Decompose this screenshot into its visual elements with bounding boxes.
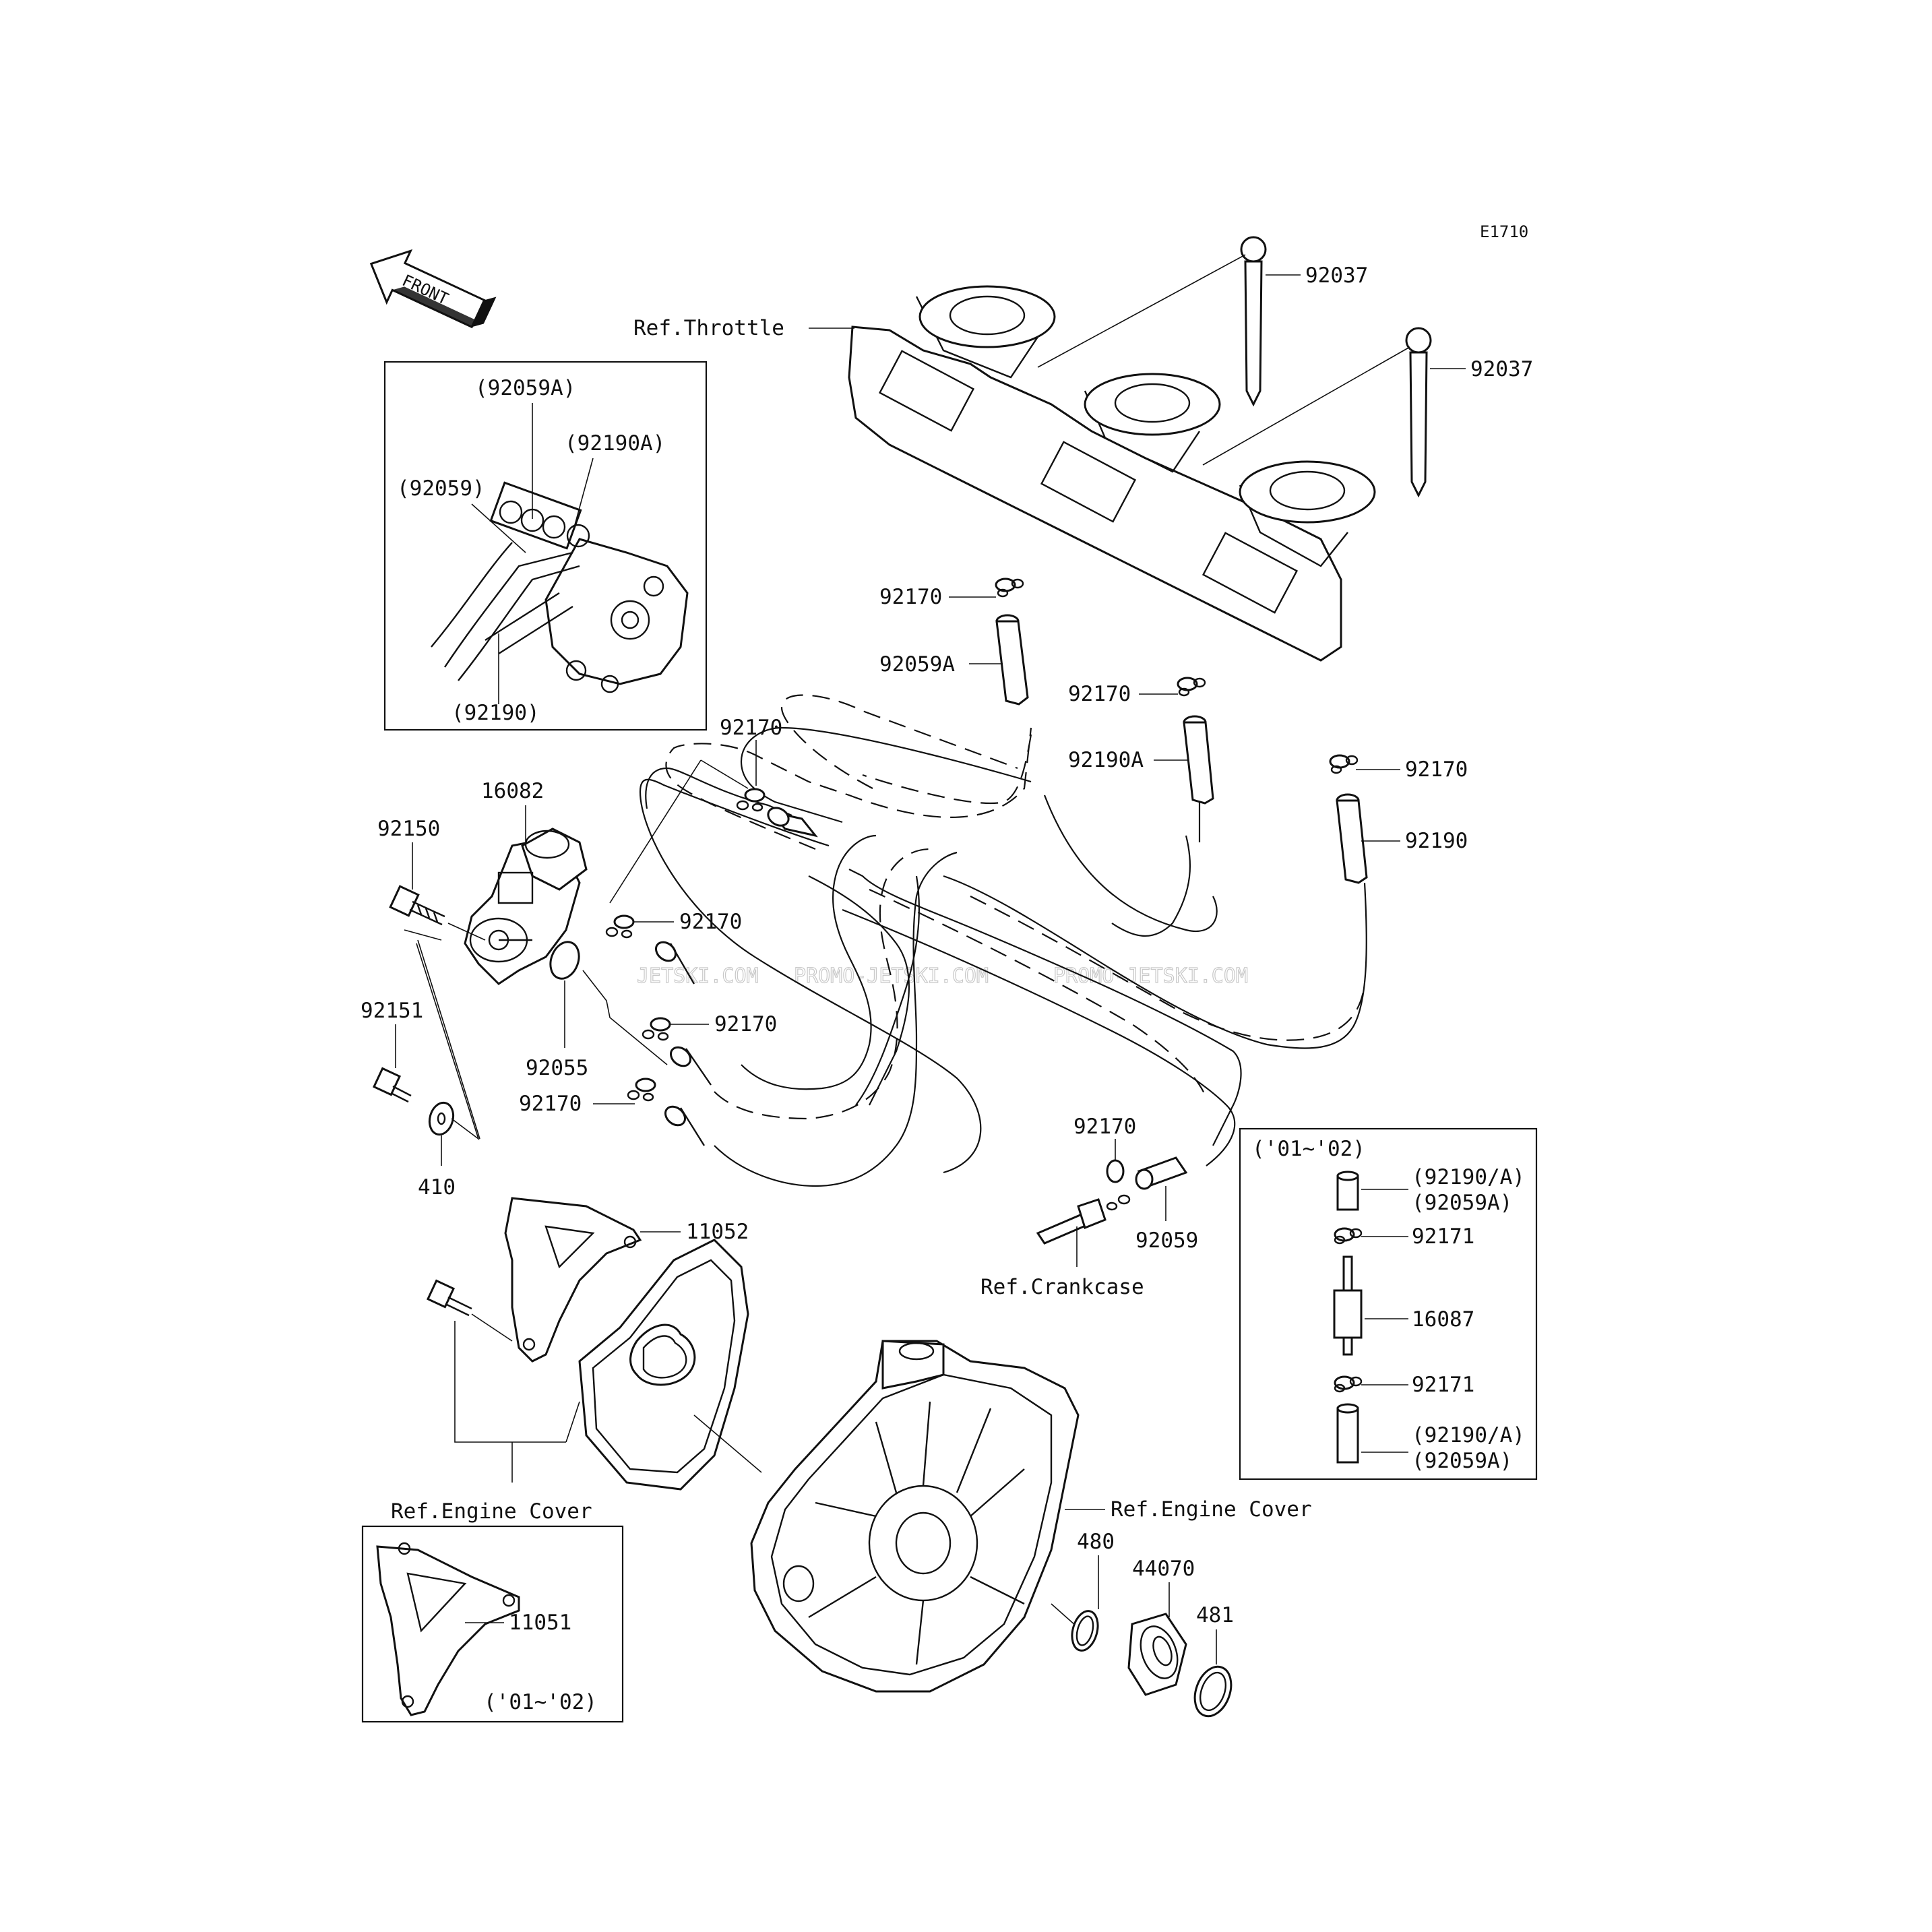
clamp-92170-f (642, 1017, 671, 1041)
ref-engine-cover-left: Ref.Engine Cover (391, 1499, 592, 1524)
inset-label-16087: 16087 (1412, 1307, 1474, 1332)
label-92037-top: 92037 (1305, 263, 1368, 288)
inset-label-92171-bottom: 92171 (1412, 1373, 1474, 1397)
watermark-2: PROMO-JETSKI.COM (794, 964, 989, 988)
bolt-92150 (389, 885, 445, 926)
inset-hose-pump-drawing (431, 481, 689, 693)
inset-label-92059A: (92059A) (475, 376, 575, 400)
label-11052: 11052 (686, 1220, 749, 1244)
bracket-11051 (376, 1542, 520, 1716)
front-arrow-icon: FRONT (369, 249, 497, 329)
label-92059A: 92059A (879, 652, 955, 677)
label-92170-b: 92170 (1068, 682, 1131, 706)
bolt-92037-bottom (1405, 327, 1432, 498)
inset-label-92190A-bottom: (92190/A) (1412, 1423, 1525, 1447)
inset-label-92059: (92059) (397, 476, 485, 501)
label-92037-bottom: 92037 (1470, 357, 1533, 381)
label-92170-h: 92170 (1073, 1115, 1136, 1139)
crankcase-fitting (1036, 1198, 1107, 1245)
clamp-92170-e (605, 914, 635, 939)
label-92170-g: 92170 (519, 1092, 582, 1116)
clamp-92170-c (1329, 754, 1359, 774)
inset-bracket-years: ('01~'02) (484, 1690, 597, 1714)
inset-label-92190A: (92190A) (565, 431, 665, 456)
label-92190A: 92190A (1068, 748, 1144, 772)
hose-92059A (995, 614, 1029, 706)
label-92170-e: 92170 (679, 910, 742, 934)
screw-92151 (372, 1067, 412, 1103)
throttle-manifold (848, 285, 1376, 662)
circlip-481 (1193, 1665, 1233, 1718)
hose-92190 (1336, 793, 1368, 884)
inset-hose-routing (383, 361, 708, 731)
bearing-44070 (1127, 1613, 1187, 1696)
washer-410 (428, 1101, 455, 1136)
label-11051: 11051 (509, 1611, 571, 1635)
ref-throttle-label: Ref.Throttle (633, 316, 784, 340)
inset-label-92190: (92190) (451, 701, 540, 725)
inset-check-valve-years: ('01~'02) (1252, 1137, 1365, 1161)
oil-hose-routes (639, 694, 1367, 1187)
label-44070: 44070 (1132, 1557, 1195, 1581)
engine-cover (750, 1340, 1080, 1693)
clamp-92170-a (995, 578, 1024, 598)
inset-bracket-11051 (361, 1525, 624, 1723)
label-480: 480 (1077, 1530, 1115, 1554)
engine-cover-bolt (426, 1279, 472, 1317)
watermark-1: JETSKI.COM (637, 964, 759, 988)
clamp-92170-b (1177, 677, 1206, 697)
label-92170-d: 92170 (720, 716, 782, 740)
label-92151: 92151 (361, 999, 423, 1023)
inset-label-92190A-top: (92190/A) (1412, 1165, 1525, 1189)
engine-cover-gasket (578, 1239, 749, 1491)
label-92059: 92059 (1135, 1228, 1198, 1253)
inset-label-92059A-top: (92059A) (1412, 1191, 1512, 1215)
label-92150: 92150 (377, 817, 440, 841)
label-92055: 92055 (526, 1056, 588, 1080)
label-16082: 16082 (481, 779, 544, 803)
ref-engine-cover-right: Ref.Engine Cover (1111, 1497, 1312, 1522)
clamp-92170-h (1106, 1159, 1131, 1211)
label-92170-f: 92170 (714, 1012, 777, 1036)
bolt-92037-top (1240, 236, 1267, 407)
label-92190: 92190 (1405, 829, 1468, 853)
hose-92190A (1183, 715, 1214, 805)
circlip-480 (1071, 1610, 1099, 1652)
clamp-92170-g (627, 1078, 656, 1102)
inset-check-valve-drawing (1333, 1171, 1363, 1464)
diagram-code: E1710 (1480, 222, 1528, 241)
inset-check-valve (1239, 1127, 1538, 1481)
label-92170-a: 92170 (879, 585, 942, 609)
hose-92059 (1135, 1156, 1188, 1190)
clamp-92170-d (736, 788, 766, 812)
ref-crankcase-label: Ref.Crankcase (980, 1275, 1144, 1299)
label-481: 481 (1196, 1603, 1234, 1627)
label-92170-c: 92170 (1405, 757, 1468, 782)
oring-92055 (549, 941, 580, 980)
inset-label-92171-top: 92171 (1412, 1224, 1474, 1249)
bracket-11052 (504, 1197, 642, 1363)
watermark-3: PROMO-JETSKI.COM (1053, 964, 1248, 988)
oil-pump-16082 (464, 828, 588, 985)
inset-label-92059A-bottom: (92059A) (1412, 1449, 1512, 1473)
label-410: 410 (418, 1175, 456, 1199)
